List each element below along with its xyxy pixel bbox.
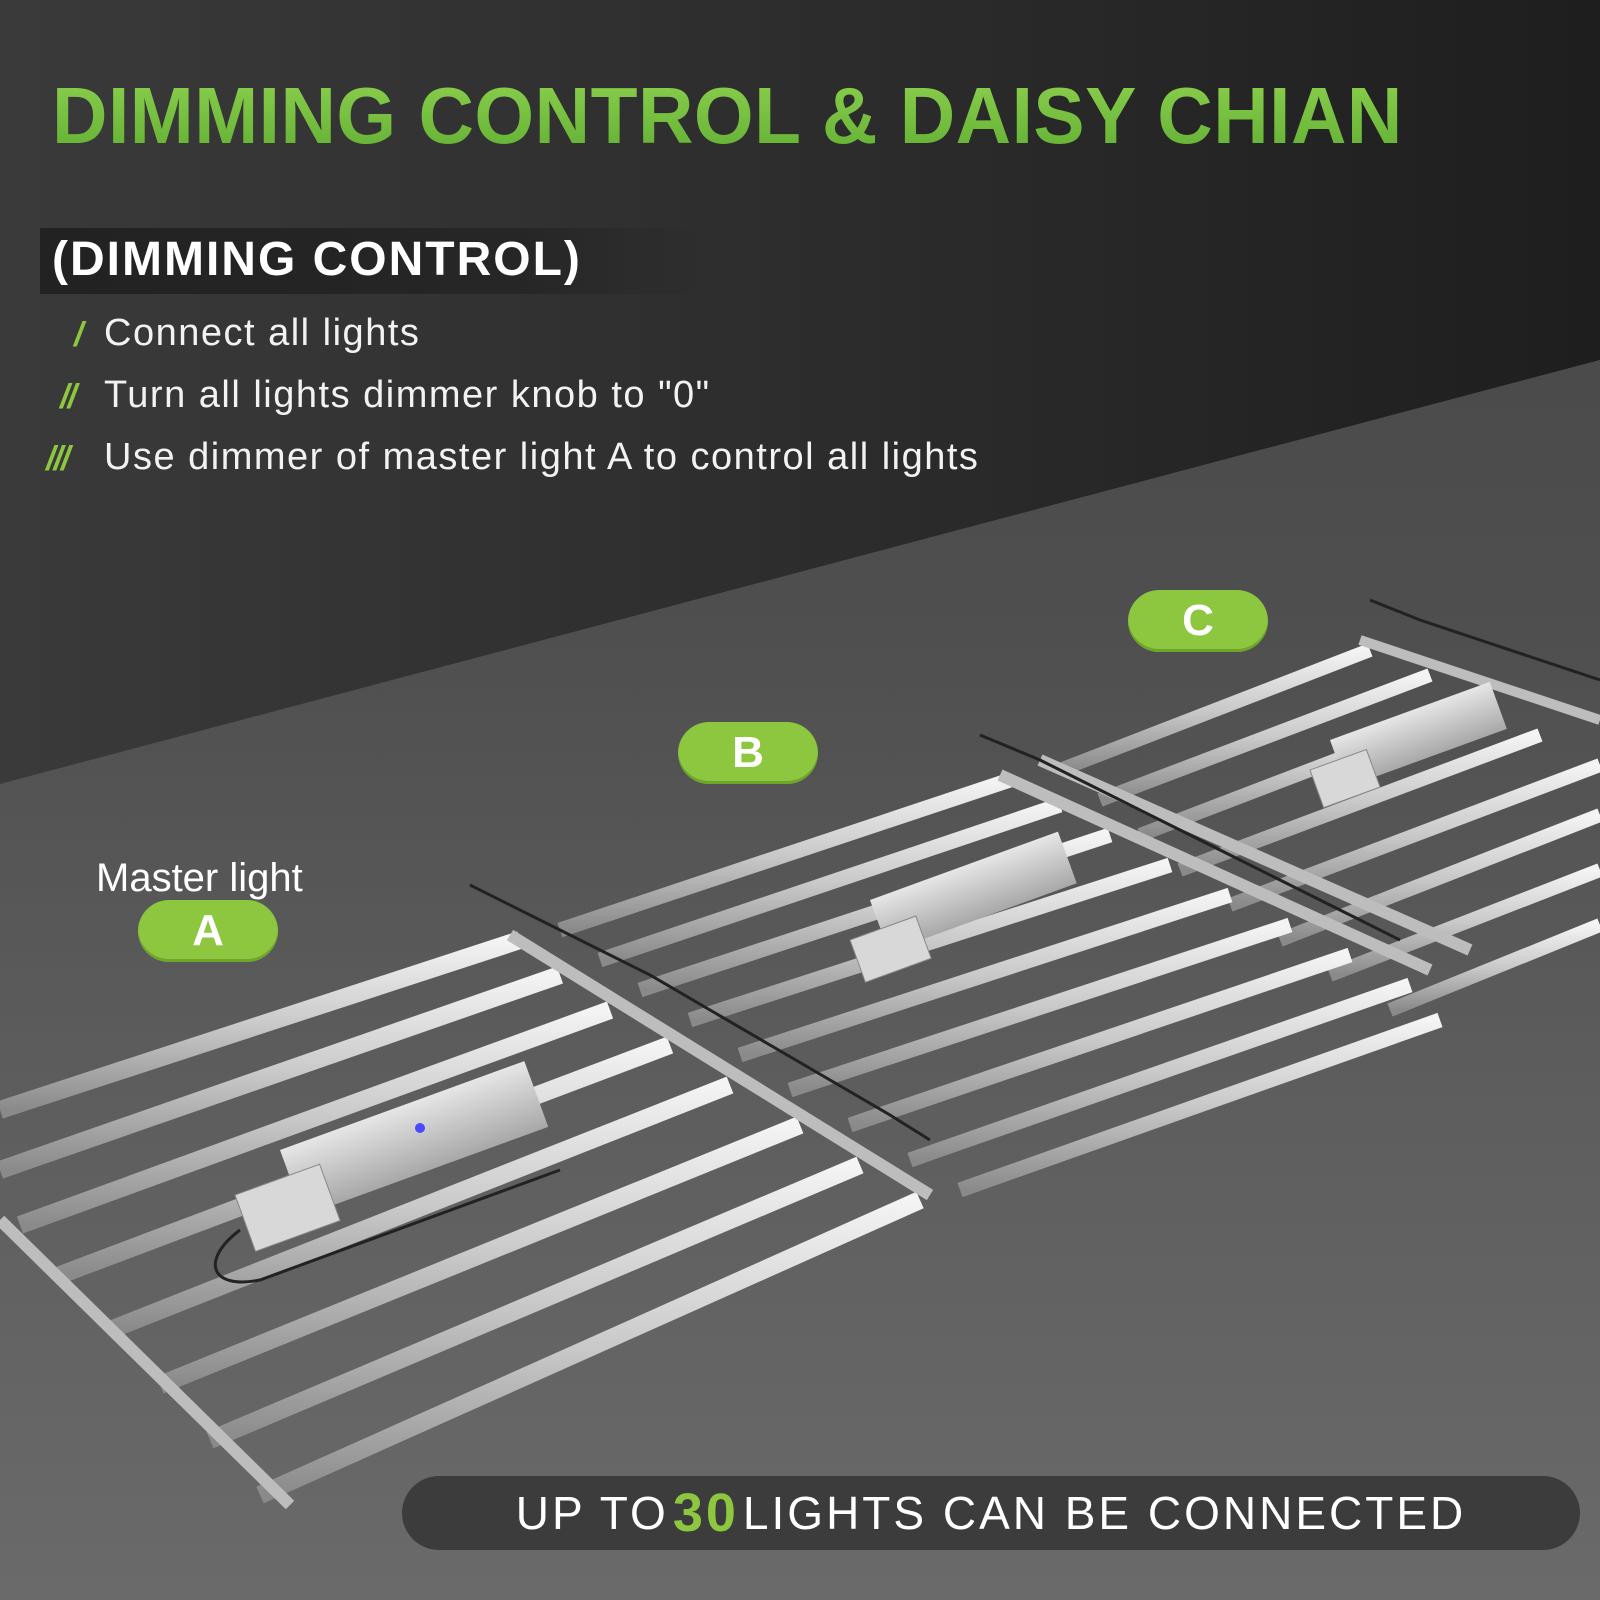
footer-count: 30: [672, 1483, 739, 1543]
step-marker-3: ///: [46, 440, 70, 478]
light-b-fixture: [557, 733, 1443, 1198]
light-a-badge: A: [138, 900, 278, 962]
headline: DIMMING CONTROL & DAISY CHIAN: [52, 71, 1403, 160]
footer-suffix: LIGHTS CAN BE CONNECTED: [742, 1487, 1467, 1539]
light-c-badge: C: [1128, 590, 1268, 652]
step-1: / Connect all lights: [74, 312, 421, 355]
light-c-fixture: [1037, 598, 1600, 1017]
step-marker-1: /: [74, 316, 84, 354]
step-marker-2: //: [60, 378, 77, 416]
step-text: Connect all lights: [104, 312, 421, 354]
master-light-label: Master light: [96, 856, 303, 900]
footer-prefix: UP TO: [515, 1487, 669, 1539]
step-text: Turn all lights dimmer knob to "0": [104, 374, 711, 416]
section-title: (DIMMING CONTROL): [52, 233, 582, 286]
step-2: // Turn all lights dimmer knob to "0": [60, 374, 711, 417]
light-b-badge: B: [678, 722, 818, 784]
step-text: Use dimmer of master light A to control …: [104, 436, 980, 478]
footer-banner: UP TO 30 LIGHTS CAN BE CONNECTED: [402, 1476, 1580, 1550]
light-a-fixture: [0, 883, 934, 1510]
step-3: /// Use dimmer of master light A to cont…: [46, 436, 980, 479]
section-title-band: [40, 228, 720, 294]
